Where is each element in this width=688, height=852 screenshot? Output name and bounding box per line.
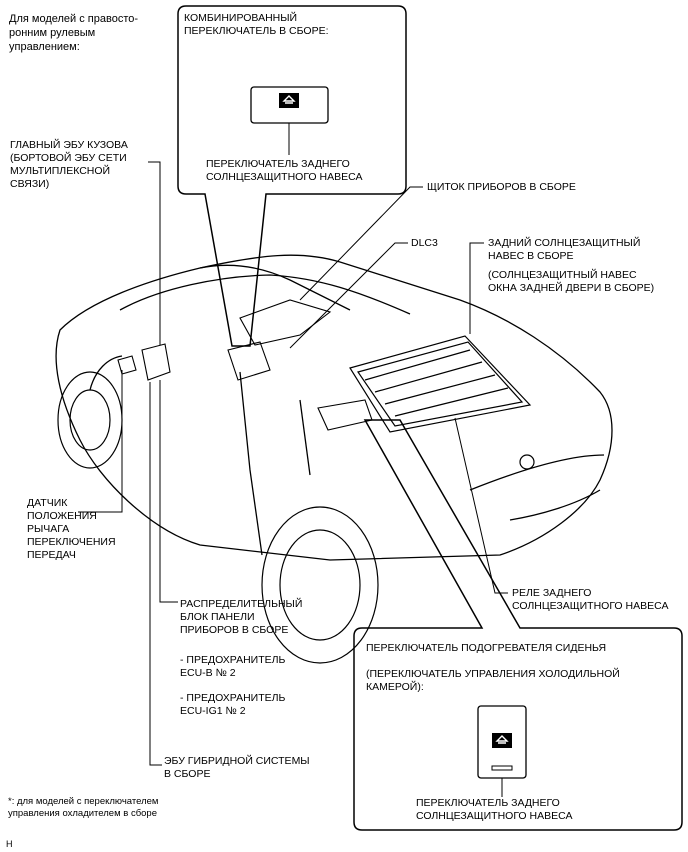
dlc3-label: DLC3 [411, 237, 438, 249]
seat-heater-switch-label: ПЕРЕКЛЮЧАТЕЛЬ ПОДОГРЕВАТЕЛЯ СИДЕНЬЯ [366, 642, 607, 654]
shift-lever-sensor-label: ДАТЧИК ПОЛОЖЕНИЯ РЫЧАГА ПЕРЕКЛЮЧЕНИЯ ПЕР… [27, 497, 116, 561]
footnote: *: для моделей с переключателем управлен… [8, 796, 159, 819]
rear-sunshade-switch-top-icon [250, 86, 329, 155]
leader-lines [78, 161, 508, 766]
rear-sunshade-switch-bottom-label: ПЕРЕКЛЮЧАТЕЛЬ ЗАДНЕГО СОЛНЦЕЗАЩИТНОГО НА… [416, 797, 573, 822]
rear-sunshade-switch-top-label: ПЕРЕКЛЮЧАТЕЛЬ ЗАДНЕГО СОЛНЦЕЗАЩИТНОГО НА… [206, 158, 363, 183]
emblem [519, 454, 535, 470]
combo-switch-title: КОМБИНИРОВАННЫЙ ПЕРЕКЛЮЧАТЕЛЬ В СБОРЕ: [184, 12, 329, 37]
wheels [57, 371, 379, 664]
fuse-ecu-b-label: - ПРЕДОХРАНИТЕЛЬ ECU-B № 2 [180, 654, 286, 679]
dashboard [117, 299, 373, 431]
rear-sunshade-relay-label: РЕЛЕ ЗАДНЕГО СОЛНЦЕЗАЩИТНОГО НАВЕСА [512, 587, 669, 612]
instrument-panel-label: ЩИТОК ПРИБОРОВ В СБОРЕ [427, 181, 576, 193]
rear-window-sunshade [349, 335, 532, 433]
fuse-ecu-ig1-label: - ПРЕДОХРАНИТЕЛЬ ECU-IG1 № 2 [180, 692, 286, 717]
rear-sunshade-assy-label: ЗАДНИЙ СОЛНЦЕЗАЩИТНЫЙ НАВЕС В СБОРЕ [488, 237, 641, 262]
junction-block-label: РАСПРЕДЕЛИТЕЛЬНЫЙ БЛОК ПАНЕЛИ ПРИБОРОВ В… [180, 598, 303, 636]
corner-mark: H [6, 839, 13, 849]
header-note: Для моделей с правосто- ронним рулевым у… [9, 13, 139, 53]
seat-heater-callout-frame [353, 419, 683, 831]
combo-switch-callout-frame [177, 5, 407, 347]
main-body-ecu-label: ГЛАВНЫЙ ЭБУ КУЗОВА (БОРТОВОЙ ЭБУ СЕТИ МУ… [10, 139, 128, 190]
rear-door-sunshade-label: (СОЛНЦЕЗАЩИТНЫЙ НАВЕС ОКНА ЗАДНЕЙ ДВЕРИ … [488, 269, 655, 294]
cool-box-switch-label: (ПЕРЕКЛЮЧАТЕЛЬ УПРАВЛЕНИЯ ХОЛОДИЛЬНОЙ КА… [366, 668, 620, 693]
hybrid-ecu-label: ЭБУ ГИБРИДНОЙ СИСТЕМЫ В СБОРЕ [164, 755, 310, 780]
rear-sunshade-switch-bottom-icon [477, 705, 527, 797]
car-body [55, 254, 613, 561]
